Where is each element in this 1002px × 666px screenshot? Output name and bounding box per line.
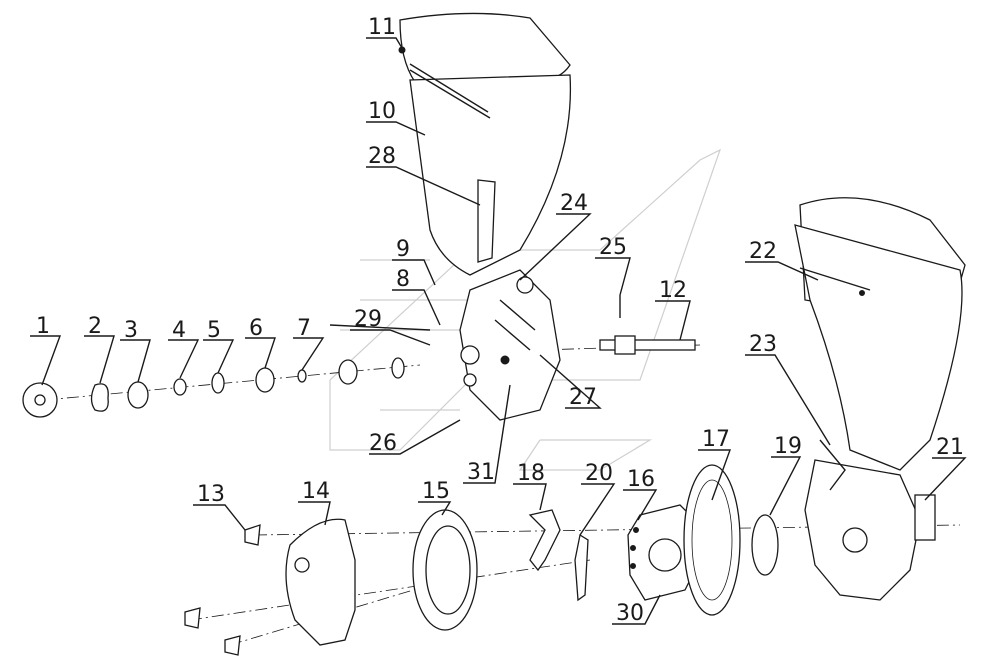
left-row-parts xyxy=(22,324,431,418)
left-hopper xyxy=(398,12,572,276)
label-6: 6 xyxy=(249,316,263,341)
flange-30 xyxy=(627,504,701,601)
label-12: 12 xyxy=(659,278,687,303)
label-1: 1 xyxy=(36,314,50,339)
label-25: 25 xyxy=(599,235,627,260)
label-2: 2 xyxy=(88,314,102,339)
callout-labels: 1 2 3 4 5 6 7 8 9 10 11 12 13 14 15 16 1… xyxy=(36,15,964,626)
label-14: 14 xyxy=(302,479,330,504)
label-28: 28 xyxy=(368,144,396,169)
label-3: 3 xyxy=(124,318,138,343)
label-16: 16 xyxy=(627,467,655,492)
right-hopper xyxy=(794,197,966,601)
blade-20 xyxy=(574,533,589,602)
label-24: 24 xyxy=(560,191,588,216)
label-5: 5 xyxy=(207,318,221,343)
disk-19 xyxy=(751,514,779,576)
seed-disk-17 xyxy=(683,464,741,616)
gasket-15 xyxy=(412,509,478,631)
label-30: 30 xyxy=(616,601,644,626)
label-11: 11 xyxy=(368,15,396,40)
label-26: 26 xyxy=(369,431,397,456)
label-23: 23 xyxy=(749,332,777,357)
label-21: 21 xyxy=(936,435,964,460)
label-15: 15 xyxy=(422,479,450,504)
label-20: 20 xyxy=(585,461,613,486)
label-10: 10 xyxy=(368,99,396,124)
label-9: 9 xyxy=(396,237,410,262)
label-31: 31 xyxy=(467,460,495,485)
label-4: 4 xyxy=(172,318,186,343)
label-18: 18 xyxy=(517,461,545,486)
cover-14 xyxy=(184,518,356,656)
label-19: 19 xyxy=(774,434,802,459)
label-22: 22 xyxy=(749,239,777,264)
label-13: 13 xyxy=(197,482,225,507)
leader-lines xyxy=(30,37,967,625)
central-housing xyxy=(459,269,561,421)
label-17: 17 xyxy=(702,427,730,452)
shaft-12 xyxy=(599,295,696,355)
label-29: 29 xyxy=(354,307,382,332)
scraper-18 xyxy=(528,509,561,572)
label-8: 8 xyxy=(396,267,410,292)
label-27: 27 xyxy=(569,385,597,410)
label-7: 7 xyxy=(297,316,311,341)
